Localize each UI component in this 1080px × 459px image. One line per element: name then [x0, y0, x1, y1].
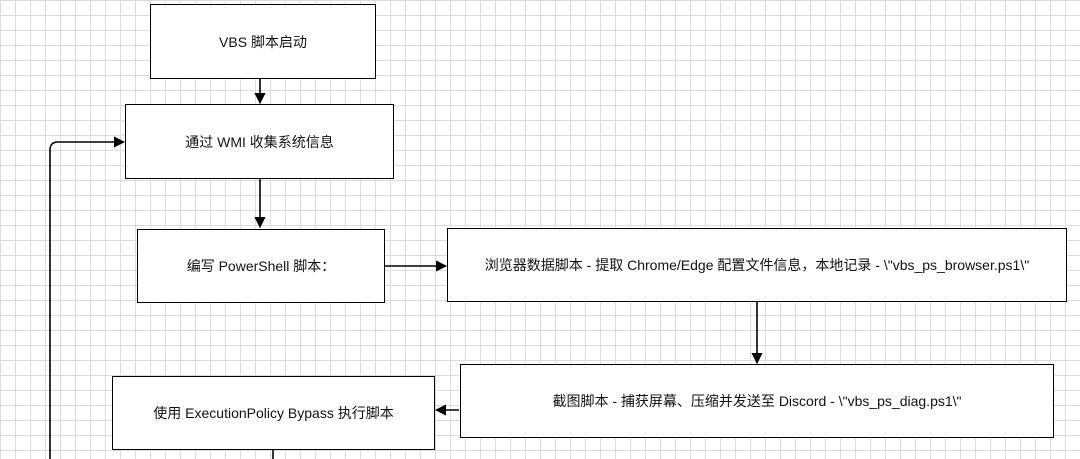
node-vbs-start-label: VBS 脚本启动: [219, 33, 307, 50]
node-screenshot-script-label: 截图脚本 - 捕获屏幕、压缩并发送至 Discord - \"vbs_ps_di…: [552, 393, 962, 409]
arrow-loop-to-wmi: [49, 136, 126, 459]
node-execute-bypass: 使用 ExecutionPolicy Bypass 执行脚本: [112, 376, 435, 450]
node-wmi-collect: 通过 WMI 收集系统信息: [125, 104, 394, 179]
node-browser-script-label: 浏览器数据脚本 - 提取 Chrome/Edge 配置文件信息，本地记录 - \…: [484, 257, 1030, 273]
node-write-powershell-label: 编写 PowerShell 脚本：: [186, 258, 336, 274]
node-vbs-start: VBS 脚本启动: [150, 4, 376, 79]
node-execute-bypass-label: 使用 ExecutionPolicy Bypass 执行脚本: [153, 405, 394, 421]
node-write-powershell: 编写 PowerShell 脚本：: [137, 229, 385, 303]
node-browser-script: 浏览器数据脚本 - 提取 Chrome/Edge 配置文件信息，本地记录 - \…: [447, 228, 1067, 302]
node-wmi-collect-label: 通过 WMI 收集系统信息: [185, 133, 334, 150]
node-screenshot-script: 截图脚本 - 捕获屏幕、压缩并发送至 Discord - \"vbs_ps_di…: [460, 364, 1054, 438]
